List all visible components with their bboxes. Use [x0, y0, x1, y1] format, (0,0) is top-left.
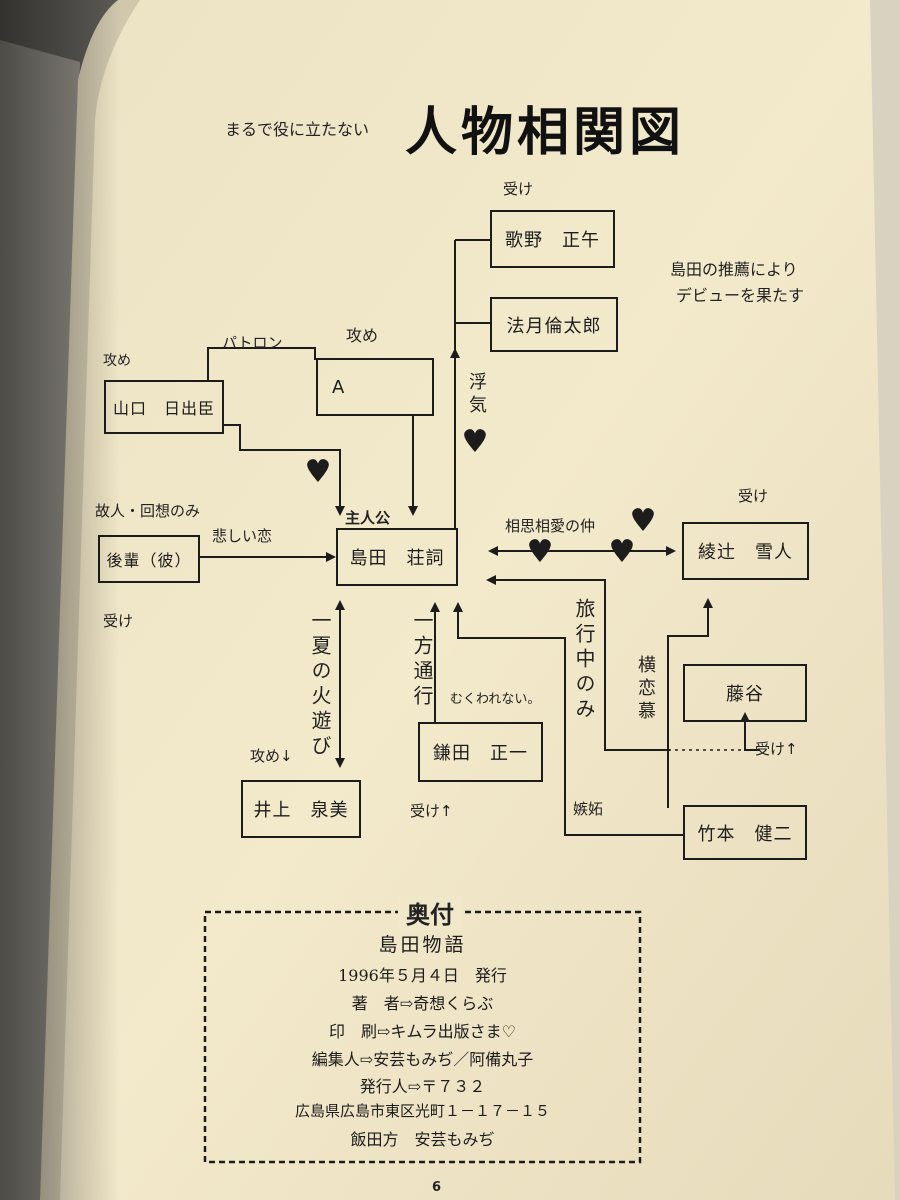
arrow-jealousy-up — [453, 602, 463, 612]
colophon-frame — [203, 910, 642, 1164]
page-title: 人物相関図 — [405, 103, 686, 163]
label-unrewarded: むくわれない。 — [450, 692, 541, 707]
character-box-shimada: 島田 荘詞 — [336, 528, 458, 586]
arrow-ayatsuji-up — [703, 598, 713, 608]
arrow-love-right — [666, 546, 676, 556]
label-sad-love: 悲しい恋 — [212, 527, 273, 545]
patron-line — [207, 347, 316, 380]
line-takemoto-ayatsuji — [667, 604, 709, 808]
character-box-ayatsuji: 綾辻 雪人 — [682, 522, 809, 580]
line-jealousy — [457, 608, 683, 836]
label-one-way: 一方通行 — [410, 610, 434, 710]
colophon-printer: 印 刷⇨キムラ出版さま♡ — [329, 1022, 516, 1041]
line-travel — [492, 579, 670, 751]
character-box-yamaguchi: 山口 日出臣 — [104, 380, 224, 434]
label-seme-inoue: 攻め↓ — [250, 747, 293, 765]
colophon-editor: 編集人⇨安芸もみぢ／阿備丸子 — [311, 1050, 534, 1069]
arrow-into-shimada-a — [408, 506, 418, 516]
heart-icon — [611, 539, 633, 562]
arrow-uwaki-up — [450, 348, 460, 358]
heart-icon — [529, 539, 551, 562]
label-suisen-1: 島田の推薦により — [670, 260, 798, 279]
character-box-kamata: 鎌田 正一 — [418, 722, 543, 782]
character-box-a: A — [316, 358, 434, 416]
colophon-book-title: 島田物語 — [378, 934, 467, 956]
label-seme-a: 攻め — [346, 326, 379, 345]
heart-icon — [307, 459, 329, 482]
character-box-takemoto: 竹本 健二 — [683, 805, 807, 860]
character-box-kouhai: 後輩（彼） — [98, 535, 200, 583]
label-uke-kamata: 受け↑ — [410, 802, 453, 820]
character-box-norizuki: 法月倫太郎 — [490, 297, 618, 352]
arrow-travel-left — [486, 575, 496, 585]
heart-icon — [632, 508, 654, 531]
page-surface — [40, 0, 895, 1200]
label-patron: パトロン — [222, 334, 283, 352]
arrow-kamata-up — [430, 602, 440, 612]
label-uwaki: 浮気 — [466, 372, 487, 418]
label-uke-fujitani: 受け↑ — [755, 740, 798, 758]
label-protagonist: 主人公 — [345, 509, 391, 527]
page-number: 6 — [432, 1180, 442, 1195]
relation-lines — [200, 239, 760, 836]
arrowheads — [326, 348, 750, 768]
label-deceased: 故人・回想のみ — [95, 502, 201, 520]
colophon-author: 著 者⇨奇想くらぶ — [351, 994, 494, 1013]
heart-icon — [464, 429, 486, 452]
label-uke-utano: 受け — [503, 180, 534, 198]
arrow-up-inoue — [335, 600, 345, 610]
label-seme-yamaguchi: 攻め — [103, 353, 131, 369]
arrow-down-inoue — [335, 758, 345, 768]
colophon-publisher: 発行人⇨〒７３２ — [359, 1077, 486, 1096]
hearts — [307, 429, 654, 562]
label-unrequited: 横恋慕 — [635, 655, 656, 724]
arrow-into-shimada-left — [335, 506, 345, 516]
label-summer-fling: 一夏の火遊び — [308, 610, 332, 760]
label-suisen-2: デビューを果たす — [676, 286, 805, 305]
line-yamaguchi-shimada — [222, 424, 341, 508]
arrow-love-left — [488, 546, 498, 556]
label-uke-ayatsuji: 受け — [738, 487, 769, 505]
colophon-heading: 奥付 — [398, 895, 462, 930]
colophon-date: 1996年５月４日 発行 — [338, 966, 507, 985]
label-uke-kouhai: 受け — [103, 612, 134, 630]
arrow-kouhai — [326, 552, 336, 562]
character-box-inoue: 井上 泉美 — [241, 780, 361, 838]
character-box-utano: 歌野 正午 — [490, 210, 615, 268]
page-subtitle: まるで役に立たない — [225, 120, 370, 139]
colophon: 島田物語 1996年５月４日 発行 著 者⇨奇想くらぶ 印 刷⇨キムラ出版さま♡… — [205, 910, 640, 1162]
label-mutual-love: 相思相愛の仲 — [505, 517, 596, 535]
spine-shadow — [40, 0, 140, 1200]
label-travel-only: 旅行中のみ — [572, 598, 596, 723]
colophon-address: 広島県広島市東区光町１－１７－１５ — [294, 1102, 550, 1120]
character-box-fujitani: 藤谷 — [683, 664, 807, 722]
left-page-edge — [0, 40, 80, 1200]
label-jealousy: 嫉妬 — [573, 800, 604, 818]
colophon-care-of: 飯田方 安芸もみぢ — [350, 1130, 495, 1149]
arrow-fujitani-up — [740, 712, 750, 722]
line-fujitani — [744, 718, 760, 751]
